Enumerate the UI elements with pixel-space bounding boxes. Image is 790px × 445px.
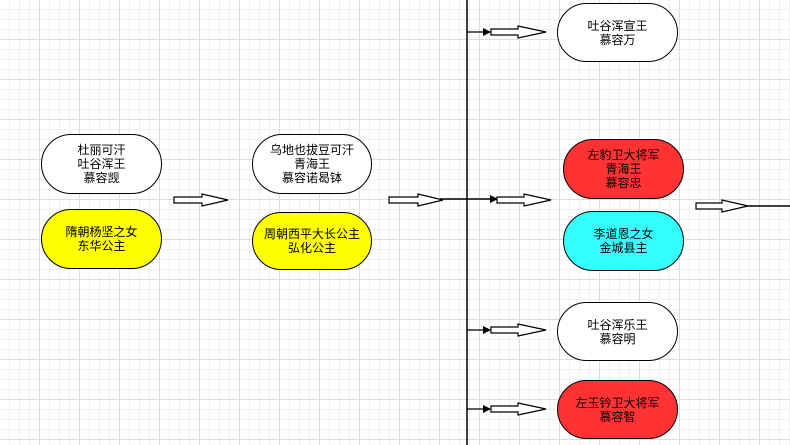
block-arrow-2 <box>388 193 444 207</box>
node-lewang[interactable]: 吐谷浑乐王 慕容明 <box>557 302 678 361</box>
node-zhi[interactable]: 左玉钤卫大将军 慕容智 <box>557 380 678 439</box>
node-sui-princess[interactable]: 隋朝杨坚之女 东华公主 <box>41 209 162 269</box>
node-wudiyeba[interactable]: 乌地也拔豆可汗 青海王 慕容诺曷钵 <box>252 134 372 194</box>
node-zhou-princess[interactable]: 周朝西平大长公主 弘化公主 <box>252 212 372 270</box>
node-zhong[interactable]: 左豹卫大将军 青海王 慕容忠 <box>563 139 684 199</box>
node-xuanwang[interactable]: 吐谷浑宣王 慕容万 <box>557 3 678 62</box>
block-arrow-7 <box>490 402 547 416</box>
block-arrow-5 <box>490 25 547 39</box>
node-dulikehan[interactable]: 杜丽可汗 吐谷浑王 慕容觊 <box>41 134 162 194</box>
block-arrow-6 <box>490 323 547 337</box>
block-arrow-3 <box>496 193 552 207</box>
block-arrow-1 <box>173 193 229 207</box>
node-jincheng[interactable]: 李道恩之女 金城县主 <box>563 211 684 271</box>
block-arrow-4 <box>695 199 749 213</box>
